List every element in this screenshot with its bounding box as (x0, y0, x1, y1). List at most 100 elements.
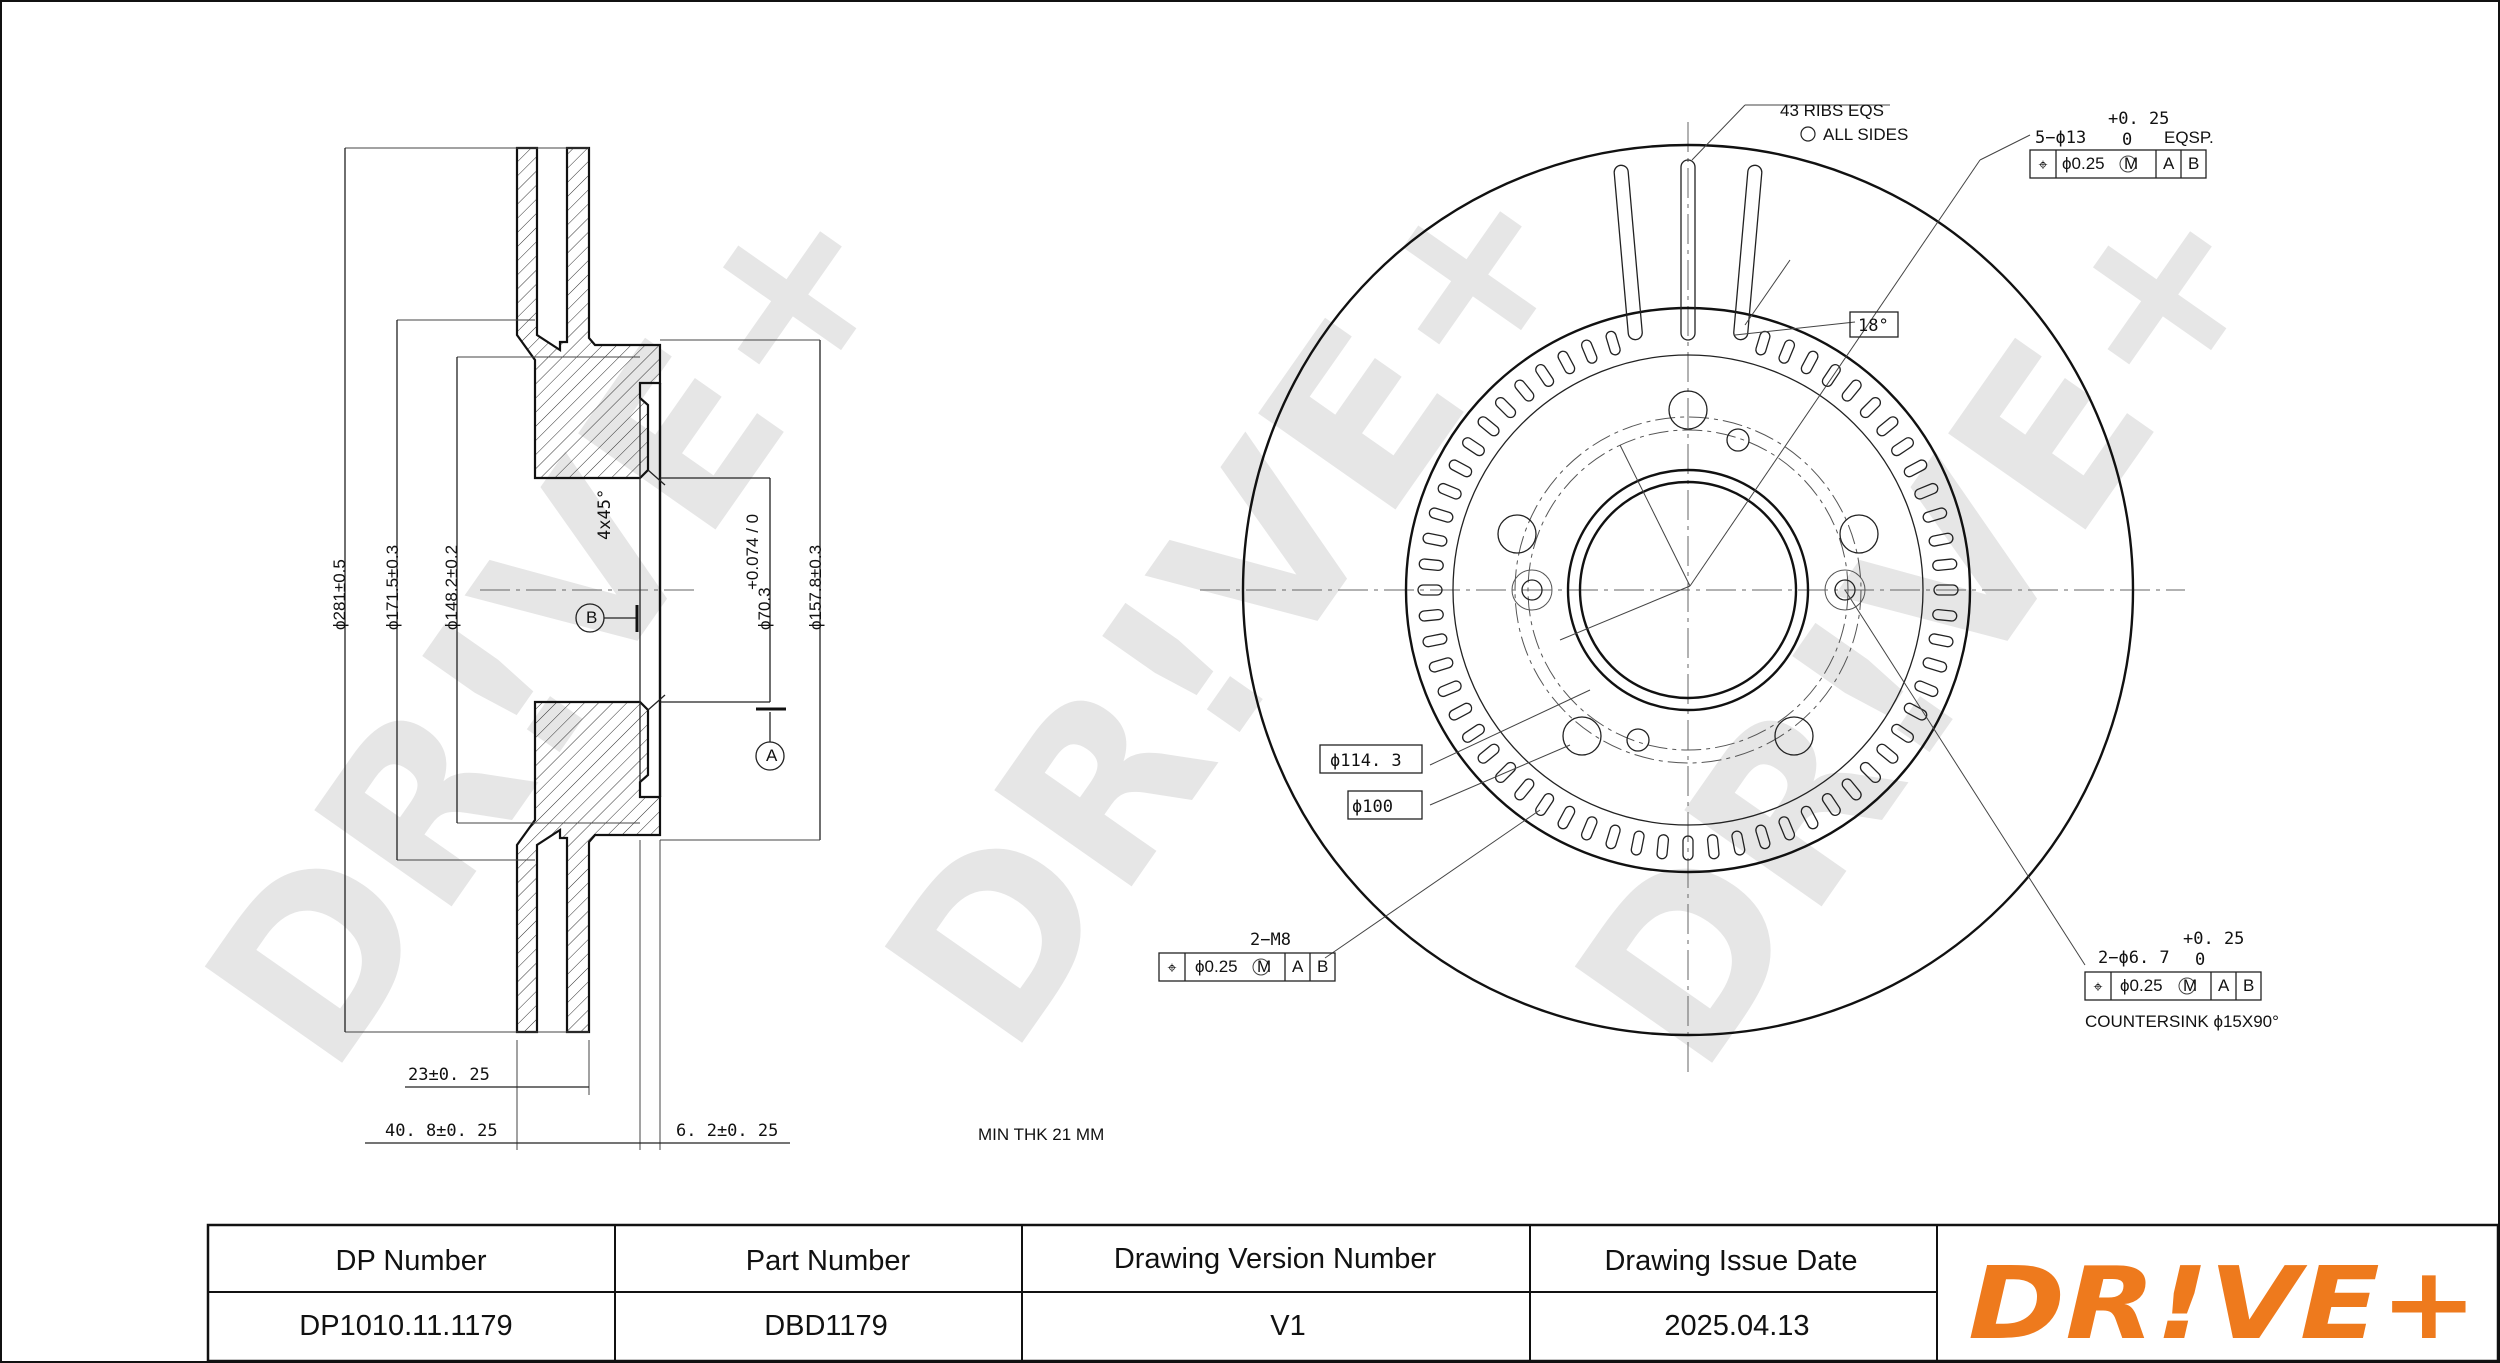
locating-holes-tol-lower: 0 (2195, 950, 2205, 970)
thread-hole (1626, 728, 1650, 752)
vent-slot (1731, 830, 1746, 856)
stud-holes-spec: 5−ϕ13 (2035, 128, 2086, 148)
vent-slot (1535, 793, 1555, 816)
thread-hole (1726, 428, 1750, 452)
vent-slot (1422, 532, 1448, 547)
header-part-number: Part Number (746, 1245, 911, 1277)
header-version: Drawing Version Number (1114, 1243, 1437, 1275)
vent-slot (1800, 350, 1819, 375)
header-dp-number: DP Number (336, 1245, 487, 1277)
watermark-center: DR!VE+ (836, 119, 1629, 1092)
vent-slot (1514, 778, 1535, 801)
locating-hole (1834, 579, 1856, 601)
dim-center-bore: ϕ70.3 (755, 587, 774, 630)
front-view (1200, 104, 2185, 1072)
vent-slot (1928, 633, 1954, 648)
fcf-threads: ⌖ (1158, 952, 1336, 982)
disc-upper-section (515, 146, 662, 480)
vent-slot (1422, 633, 1448, 648)
vent-slot (1922, 657, 1948, 673)
vent-slot (1928, 532, 1954, 547)
pcd-box-1 (1319, 744, 1423, 774)
vent-slot (1933, 584, 1959, 596)
vent-slot (1418, 608, 1444, 622)
vent-slot (1922, 507, 1948, 523)
vent-slots (1417, 330, 1959, 861)
vent-slot (1706, 834, 1720, 860)
pcd-box-2 (1347, 790, 1423, 820)
vent-slot (1462, 437, 1485, 457)
watermark-left: DR!VE+ (156, 139, 949, 1112)
vent-slot (1914, 680, 1939, 698)
svg-text:⌖: ⌖ (2038, 157, 2047, 174)
locating-holes-tol-upper: +0. 25 (2183, 929, 2244, 949)
disc-inner-edge (1404, 306, 1972, 874)
svg-text:⌖: ⌖ (2093, 979, 2102, 996)
fcf-thread-datum-a: A (1292, 957, 1304, 976)
vent-slot (1859, 761, 1882, 784)
side-section-view (344, 146, 821, 1150)
vent-slot (1682, 835, 1694, 861)
vent-slot (1428, 507, 1454, 523)
fcf-stud-datum-b: B (2188, 154, 2199, 173)
fcf-thread-modifier: M (1257, 957, 1271, 976)
stud-hole (1839, 514, 1879, 554)
fcf-locating-modifier: M (2183, 976, 2197, 995)
vent-slot (1755, 824, 1771, 850)
chamfer-label: 4x45° (595, 489, 615, 540)
fcf-locating-datum-a: A (2218, 976, 2230, 995)
stud-hole (1497, 514, 1537, 554)
vent-slot (1418, 558, 1444, 572)
value-version: V1 (1270, 1310, 1305, 1342)
vent-slot (1891, 437, 1914, 457)
dim-hat-offset: 6. 2±0. 25 (676, 1121, 778, 1141)
vent-slot (1580, 339, 1598, 364)
vent-slot (1800, 805, 1819, 830)
vent-slot (1437, 680, 1462, 698)
fcf-thread-datum-b: B (1317, 957, 1328, 976)
angle-label: 18° (1858, 316, 1889, 336)
dim-overall-diameter: ϕ281±0.5 (330, 559, 349, 630)
stud-hole (1774, 716, 1814, 756)
vent-slot (1477, 416, 1500, 437)
disc-lower-section (515, 700, 662, 1034)
vent-slot (1903, 459, 1928, 478)
vent-slot (1630, 830, 1645, 856)
vent-slot (1514, 379, 1535, 402)
all-sides-symbol (1800, 126, 1816, 142)
ribs-note: 43 RIBS EQS (1780, 101, 1884, 120)
pcd-label-1: ϕ114. 3 (1330, 751, 1402, 771)
fcf-stud-holes: ⌖ (2029, 149, 2207, 179)
locating-hole (1521, 579, 1543, 601)
center-bore-inner (1578, 480, 1798, 700)
brand-logo: DR!VE+ (1968, 1245, 2478, 1362)
vent-slot (1580, 816, 1598, 841)
all-sides-note: ALL SIDES (1823, 125, 1908, 144)
vent-slot (1494, 761, 1517, 784)
dim-center-bore-tolerance: +0.074 / 0 (743, 514, 762, 590)
dim-hat-diameter: ϕ148.2±0.2 (442, 545, 461, 630)
vent-slot (1557, 350, 1576, 375)
countersink-note: COUNTERSINK ϕ15X90° (2085, 1012, 2279, 1031)
fcf-stud-modifier: M (2124, 154, 2138, 173)
vent-slot (1417, 584, 1443, 596)
stud-hole (1668, 390, 1708, 430)
disc-outer-edge (1241, 143, 2135, 1037)
vent-slot (1841, 778, 1862, 801)
vent-slot (1821, 364, 1841, 387)
dim-friction-inner-diameter: ϕ171.5±0.3 (383, 545, 402, 630)
thread-spec: 2−M8 (1250, 930, 1291, 950)
value-issue-date: 2025.04.13 (1664, 1310, 1809, 1342)
vent-slot (1437, 482, 1462, 500)
vent-slot (1448, 459, 1473, 478)
vent-slot (1755, 330, 1771, 356)
fcf-locating-tolerance: ϕ0.25 (2120, 976, 2163, 995)
header-issue-date: Drawing Issue Date (1604, 1245, 1857, 1277)
vent-slot (1914, 482, 1939, 500)
value-dp-number: DP1010.11.1179 (299, 1310, 512, 1342)
dim-height: 40. 8±0. 25 (385, 1121, 498, 1141)
fcf-stud-tolerance: ϕ0.25 (2062, 154, 2105, 173)
vent-slot (1778, 339, 1796, 364)
stud-holes-tol-lower: 0 (2122, 130, 2132, 150)
svg-text:⌖: ⌖ (1167, 960, 1176, 977)
